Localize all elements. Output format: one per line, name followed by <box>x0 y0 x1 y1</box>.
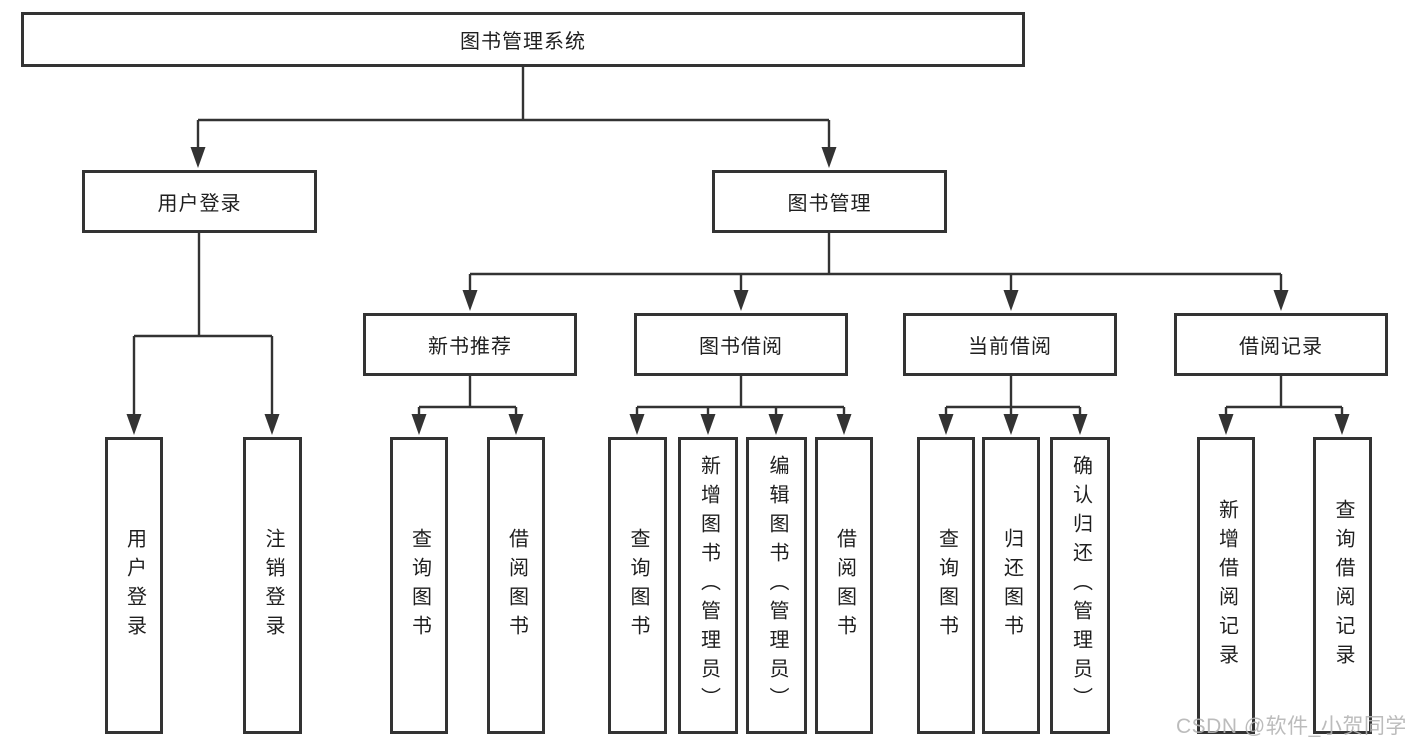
node-leaf-query-books-2: 查询图书 <box>608 437 667 734</box>
node-current-borrowing: 当前借阅 <box>903 313 1117 376</box>
node-leaf-query-borrow-record: 查询借阅记录 <box>1313 437 1372 734</box>
node-leaf-user-login-label: 用户登录 <box>123 527 146 644</box>
node-borrow-records: 借阅记录 <box>1174 313 1388 376</box>
node-leaf-query-books-3-label: 查询图书 <box>935 527 958 644</box>
node-leaf-edit-book-admin: 编辑图书（管理员） <box>746 437 807 734</box>
node-borrow-records-label: 借阅记录 <box>1239 336 1323 358</box>
node-leaf-confirm-return-admin: 确认归还（管理员） <box>1050 437 1110 734</box>
node-leaf-add-book-admin-label: 新增图书（管理员） <box>697 455 720 716</box>
node-book-borrowing: 图书借阅 <box>634 313 848 376</box>
node-leaf-return-book: 归还图书 <box>982 437 1040 734</box>
watermark: CSDN @软件_小贺同学 <box>1176 715 1405 738</box>
arrowhead-icons <box>126 147 1350 435</box>
node-leaf-borrow-books-2: 借阅图书 <box>815 437 873 734</box>
node-book-borrowing-label: 图书借阅 <box>699 336 783 358</box>
node-leaf-edit-book-admin-label: 编辑图书（管理员） <box>766 455 788 716</box>
node-leaf-query-borrow-record-label: 查询借阅记录 <box>1332 498 1354 673</box>
node-leaf-query-books-3: 查询图书 <box>917 437 975 734</box>
node-leaf-borrow-books-1-label: 借阅图书 <box>505 527 528 644</box>
node-leaf-user-login: 用户登录 <box>105 437 163 734</box>
node-leaf-logout-label: 注销登录 <box>262 527 284 644</box>
node-leaf-borrow-books-2-label: 借阅图书 <box>833 527 856 644</box>
node-leaf-add-book-admin: 新增图书（管理员） <box>678 437 738 734</box>
node-leaf-return-book-label: 归还图书 <box>1000 527 1023 644</box>
node-leaf-query-books-1: 查询图书 <box>390 437 448 734</box>
node-user-login-label: 用户登录 <box>157 193 242 215</box>
node-current-borrowing-label: 当前借阅 <box>968 336 1052 358</box>
node-leaf-query-books-2-label: 查询图书 <box>627 527 649 644</box>
node-leaf-add-borrow-record: 新增借阅记录 <box>1197 437 1255 734</box>
node-leaf-logout: 注销登录 <box>243 437 302 734</box>
node-leaf-borrow-books-1: 借阅图书 <box>487 437 545 734</box>
node-root-label: 图书管理系统 <box>460 31 586 53</box>
node-new-book-recommend-label: 新书推荐 <box>428 336 512 358</box>
node-user-login: 用户登录 <box>82 170 317 233</box>
node-leaf-add-borrow-record-label: 新增借阅记录 <box>1215 498 1238 673</box>
node-leaf-query-books-1-label: 查询图书 <box>408 527 431 644</box>
node-new-book-recommend: 新书推荐 <box>363 313 577 376</box>
node-root: 图书管理系统 <box>21 12 1025 67</box>
node-leaf-confirm-return-admin-label: 确认归还（管理员） <box>1069 455 1092 716</box>
node-book-management-label: 图书管理 <box>787 193 872 215</box>
node-book-management: 图书管理 <box>712 170 947 233</box>
